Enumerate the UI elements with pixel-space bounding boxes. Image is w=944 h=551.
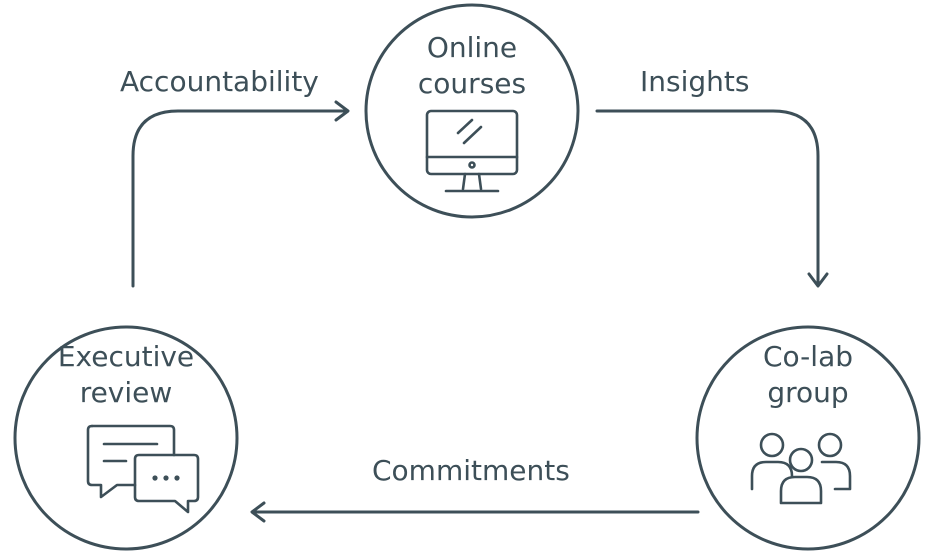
- commitments-label: Commitments: [372, 454, 570, 487]
- accountability-label: Accountability: [120, 65, 319, 98]
- executive-review-node: [13, 325, 239, 551]
- colab-group-title-line1: Co-lab: [762, 340, 853, 373]
- insights-arrowhead: [807, 272, 829, 288]
- insights-label: Insights: [640, 65, 750, 98]
- online-courses-title: Online courses: [392, 30, 552, 102]
- executive-review-title-line1: Executive: [57, 340, 195, 373]
- online-courses-node: [364, 3, 580, 219]
- accountability-arrowhead: [334, 100, 350, 122]
- online-courses-title-line1: Online: [426, 31, 518, 64]
- online-courses-title-line2: courses: [417, 67, 527, 100]
- accountability-arrow: [131, 109, 348, 288]
- colab-group-node: [695, 325, 921, 551]
- commitments-arrowhead: [250, 501, 266, 523]
- colab-group-title: Co-lab group: [728, 339, 888, 411]
- insights-arrow: [595, 109, 820, 286]
- executive-review-title-line2: review: [79, 376, 173, 409]
- colab-group-title-line2: group: [767, 376, 849, 409]
- executive-review-title: Executive review: [46, 339, 206, 411]
- people-group-icon: [750, 432, 852, 505]
- monitor-icon: [425, 109, 519, 193]
- chat-bubbles-icon: [86, 424, 200, 514]
